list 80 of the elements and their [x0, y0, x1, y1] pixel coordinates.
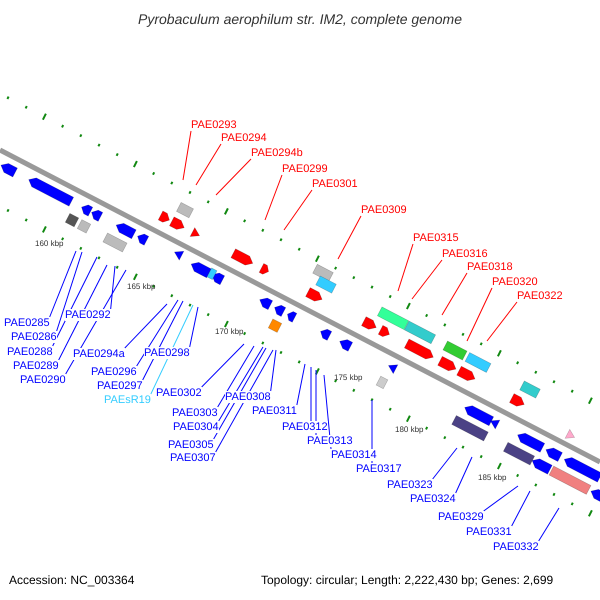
gene-label: PAE0313	[307, 435, 353, 447]
leader-line	[56, 252, 82, 332]
gene-label: PAE0294b	[251, 147, 303, 159]
accession-text: Accession: NC_003364	[9, 574, 134, 586]
leader-line	[150, 304, 194, 394]
leader-line	[264, 174, 282, 220]
leader-line	[338, 216, 362, 260]
gene-label: PAE0314	[331, 449, 377, 461]
gene-label: PAE0302	[156, 387, 202, 399]
gene-label: PAEsR19	[104, 394, 151, 406]
scale-label: 160 kbp	[35, 240, 64, 248]
gene-label: PAE0311	[252, 405, 297, 417]
leader-line	[49, 250, 76, 318]
gene-label: PAE0308	[225, 391, 271, 403]
scale-label: 185 kbp	[478, 474, 506, 482]
gene-label: PAE0293	[191, 119, 237, 131]
leader-line	[189, 306, 198, 348]
leader-line	[511, 490, 530, 526]
leader-line	[483, 486, 518, 512]
gene-label: PAE0320	[492, 276, 538, 288]
gene-label: PAE0312	[282, 421, 328, 433]
gene-label: PAE0318	[467, 261, 513, 273]
scale-label: 175 kbp	[334, 374, 362, 382]
gene-label: PAE0305	[168, 439, 214, 451]
leader-line	[217, 346, 254, 408]
leader-line	[196, 144, 222, 186]
gene-label: PAE0294a	[73, 348, 125, 360]
gene-label: PAE0292	[65, 309, 111, 321]
gene-label: PAE0296	[91, 366, 137, 378]
leader-line	[284, 190, 312, 230]
gene-label: PAE0298	[144, 347, 190, 359]
gene-label: PAE0299	[282, 163, 328, 175]
gene-label: PAE0329	[438, 511, 484, 523]
gene-label: PAE0285	[4, 317, 50, 329]
leader-line	[52, 256, 98, 346]
leader-line	[455, 456, 472, 494]
gene-label: PAE0301	[312, 178, 358, 190]
gene-label: PAE0290	[20, 374, 66, 386]
leader-line	[398, 244, 414, 292]
gene-label: PAE0304	[173, 421, 219, 433]
leader-line	[58, 264, 108, 360]
gene-label: PAE0316	[442, 248, 488, 260]
gene-label: PAE0324	[410, 493, 456, 505]
gene-label: PAE0289	[13, 360, 59, 372]
gene-label: PAE0303	[172, 407, 218, 419]
gene-label: PAE0322	[517, 290, 563, 302]
gene-label: PAE0286	[11, 331, 57, 343]
leader-line	[432, 448, 458, 480]
gene-label: PAE0294	[221, 132, 267, 144]
leader-line	[142, 300, 184, 380]
gene-label: PAE0331	[466, 526, 512, 538]
leader-line	[216, 158, 252, 196]
leader-line	[213, 348, 266, 440]
leader-line	[296, 364, 306, 406]
gene-label: PAE0323	[387, 479, 433, 491]
gene-label: PAE0288	[7, 346, 53, 358]
leader-line	[110, 266, 116, 310]
leader-line	[124, 304, 168, 348]
genome-info-text: Topology: circular; Length: 2,222,430 bp; Genes: 2,699	[261, 574, 554, 586]
scale-label: 180 kbp	[395, 426, 424, 434]
leader-line	[136, 300, 178, 366]
leader-line	[538, 508, 560, 542]
leader-line	[182, 130, 192, 180]
leader-line	[442, 272, 468, 316]
scale-label: 170 kbp	[215, 328, 244, 336]
gene-label: PAE0309	[361, 204, 407, 216]
leader-line	[215, 350, 274, 452]
gene-label: PAE0297	[97, 380, 143, 392]
leader-line	[466, 288, 492, 342]
gene-label: PAE0315	[413, 232, 459, 244]
gene-label: PAE0332	[493, 541, 539, 553]
leader-line	[310, 366, 312, 422]
leader-line	[486, 302, 518, 342]
gene-label: PAE0307	[170, 452, 216, 464]
scale-label: 165 kbp	[127, 283, 156, 291]
leader-line	[201, 344, 244, 388]
leader-line	[270, 350, 276, 392]
gene-label: PAE0317	[356, 463, 402, 475]
title: Pyrobaculum aerophilum str. IM2, complete genome	[137, 10, 463, 29]
leader-line	[412, 260, 442, 300]
